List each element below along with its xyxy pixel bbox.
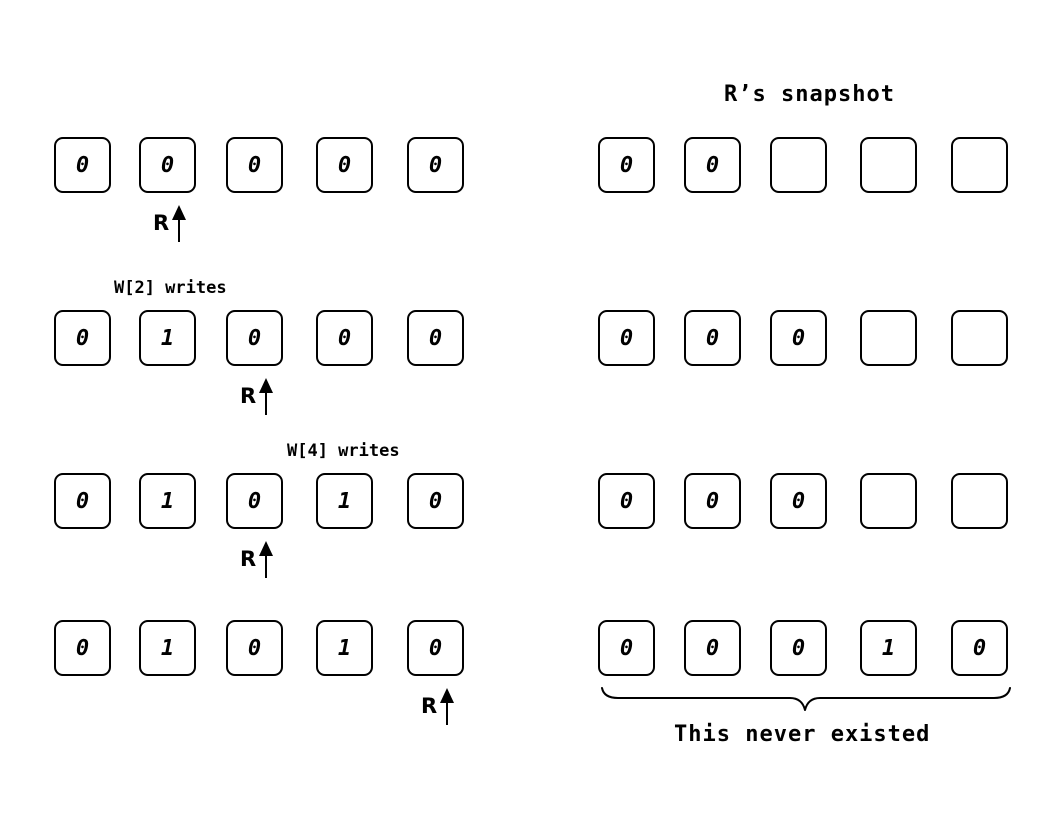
memory-cell: 0: [407, 620, 464, 676]
memory-cell: 0: [407, 310, 464, 366]
pointer-label: R: [240, 547, 257, 571]
memory-cell: 0: [54, 310, 111, 366]
snapshot-cell: [860, 137, 917, 193]
memory-cell: 0: [226, 137, 283, 193]
memory-cell: 0: [54, 473, 111, 529]
snapshot-cell: 0: [684, 473, 741, 529]
memory-cell: 0: [316, 137, 373, 193]
up-arrow-icon: [172, 205, 186, 242]
up-arrow-icon: [440, 688, 454, 725]
snapshot-cell: 0: [598, 310, 655, 366]
memory-cell: 1: [139, 310, 196, 366]
memory-cell: 0: [407, 137, 464, 193]
memory-cell: 0: [54, 137, 111, 193]
snapshot-cell: 1: [860, 620, 917, 676]
brace-caption: This never existed: [674, 722, 931, 747]
memory-cell: 0: [226, 473, 283, 529]
snapshot-cell: 0: [770, 473, 827, 529]
snapshot-cell: [951, 310, 1008, 366]
memory-cell: 0: [226, 620, 283, 676]
memory-cell: 0: [226, 310, 283, 366]
snapshot-cell: 0: [684, 137, 741, 193]
memory-cell: 0: [407, 473, 464, 529]
pointer-label: R: [421, 694, 438, 718]
snapshot-cell: 0: [598, 137, 655, 193]
memory-cell: 0: [139, 137, 196, 193]
memory-cell: 1: [139, 620, 196, 676]
snapshot-cell: [951, 473, 1008, 529]
memory-cell: 0: [54, 620, 111, 676]
memory-cell: 1: [139, 473, 196, 529]
snapshot-cell: [951, 137, 1008, 193]
snapshot-cell: 0: [770, 620, 827, 676]
memory-cell: 1: [316, 473, 373, 529]
snapshot-cell: 0: [951, 620, 1008, 676]
snapshot-cell: 0: [598, 473, 655, 529]
snapshot-cell: [860, 473, 917, 529]
snapshot-cell: [860, 310, 917, 366]
memory-cell: 1: [316, 620, 373, 676]
pointer-label: R: [153, 211, 170, 235]
snapshot-cell: 0: [770, 310, 827, 366]
snapshot-title: R’s snapshot: [724, 82, 895, 107]
up-arrow-icon: [259, 378, 273, 415]
write-label: W[2] writes: [114, 278, 227, 298]
snapshot-cell: [770, 137, 827, 193]
up-arrow-icon: [259, 541, 273, 578]
snapshot-cell: 0: [684, 620, 741, 676]
snapshot-cell: 0: [598, 620, 655, 676]
write-label: W[4] writes: [287, 441, 400, 461]
snapshot-cell: 0: [684, 310, 741, 366]
memory-cell: 0: [316, 310, 373, 366]
pointer-label: R: [240, 384, 257, 408]
